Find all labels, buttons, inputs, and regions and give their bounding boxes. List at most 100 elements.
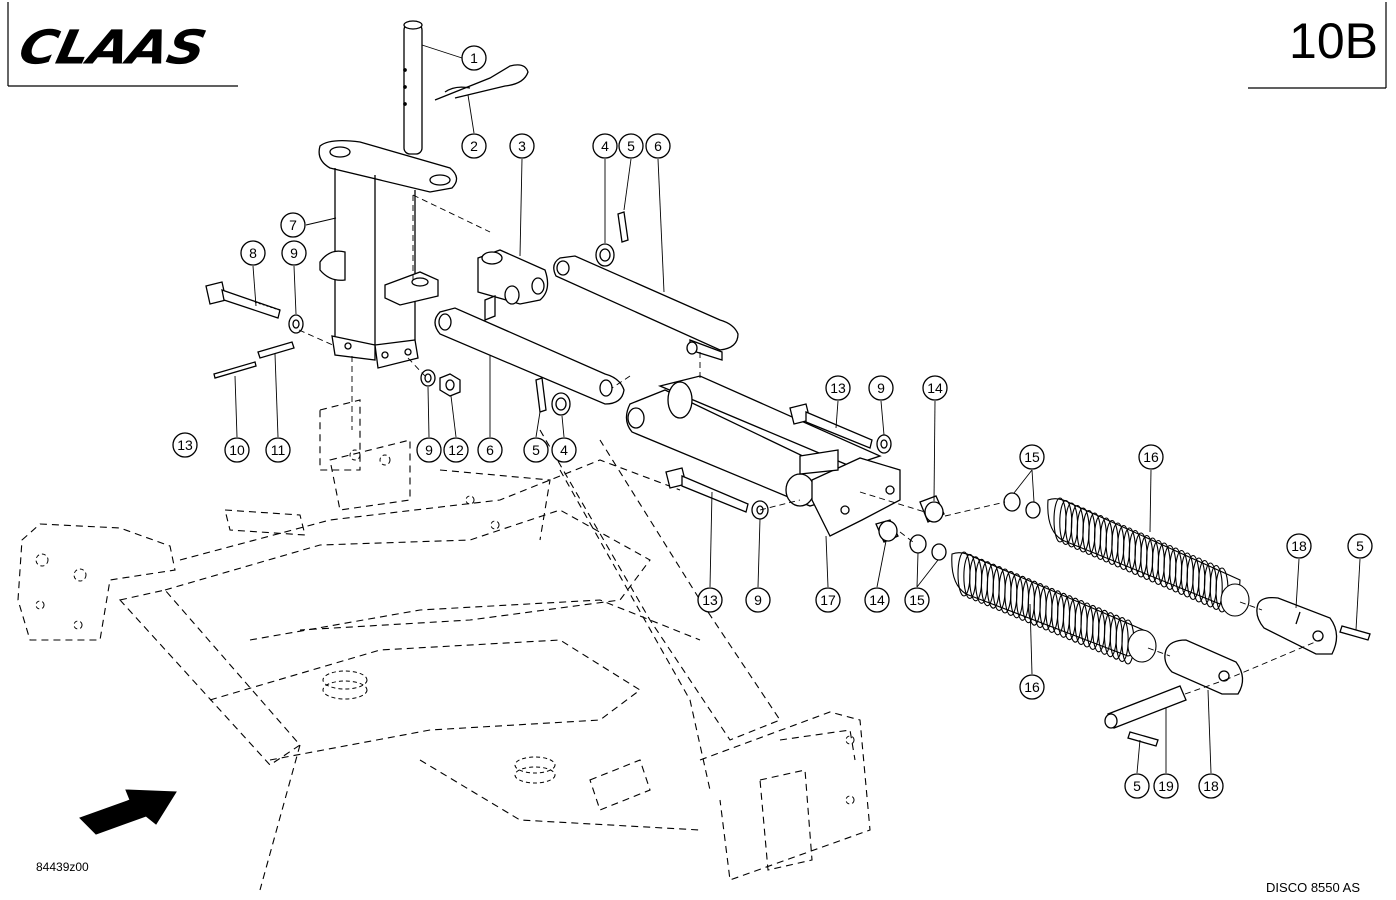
callout-number: 7 (289, 217, 297, 233)
callout-circle (868, 375, 894, 401)
part-13-9-right-upper (789, 403, 892, 454)
callout-number: 13 (830, 380, 846, 396)
callout-number: 3 (518, 138, 526, 154)
callout-number: 15 (1024, 449, 1040, 465)
spring-coil (1115, 617, 1129, 663)
part-10-11-pins (213, 341, 295, 379)
callout-13: 13 (825, 375, 851, 401)
callout-13: 13 (697, 587, 723, 613)
callout-number: 18 (1291, 538, 1307, 554)
callout-number: 6 (486, 442, 494, 458)
part-18-plate-upper (1256, 596, 1338, 655)
callout-circle (240, 240, 266, 266)
callout-circle (697, 587, 723, 613)
callout-circle (461, 45, 487, 71)
callout-number: 15 (909, 592, 925, 608)
callout-circle (825, 375, 851, 401)
callout-number: 14 (869, 592, 885, 608)
direction-arrow (79, 789, 177, 835)
callout-circle (551, 437, 577, 463)
part-17-swing-arm (625, 375, 901, 537)
callout-number: 18 (1203, 778, 1219, 794)
part-18-plate-lower (1164, 639, 1244, 695)
callout-circle (1124, 773, 1150, 799)
callout-number: 8 (249, 245, 257, 261)
callout-18: 18 (1198, 773, 1224, 799)
callout-number: 14 (927, 380, 943, 396)
callout-5: 5 (1347, 533, 1373, 559)
callout-circle (265, 437, 291, 463)
drawing-number: 84439z00 (36, 860, 89, 874)
callout-circle (1019, 444, 1045, 470)
callout-circle (1138, 444, 1164, 470)
callout-number: 19 (1158, 778, 1174, 794)
callout-11: 11 (265, 437, 291, 463)
callout-number: 12 (448, 442, 464, 458)
callout-circle (509, 133, 535, 159)
callout-circle (745, 587, 771, 613)
callout-14: 14 (922, 375, 948, 401)
callout-circle (281, 240, 307, 266)
callout-number: 17 (820, 592, 836, 608)
callout-circle (461, 133, 487, 159)
callout-number: 4 (601, 138, 609, 154)
part-6-upper-link (553, 255, 739, 361)
callout-number: 10 (229, 442, 245, 458)
callout-circle (224, 437, 250, 463)
callout-14: 14 (864, 587, 890, 613)
callout-4: 4 (592, 133, 618, 159)
callout-number: 16 (1143, 449, 1159, 465)
part-13-9-right-lower (665, 467, 769, 520)
alignment-lines (298, 194, 1321, 695)
callout-circle (815, 587, 841, 613)
callout-circle (416, 437, 442, 463)
part-4-5-upper (595, 211, 629, 267)
callout-circle (523, 437, 549, 463)
callout-3: 3 (509, 133, 535, 159)
callout-13: 13 (172, 432, 198, 458)
callout-5: 5 (1124, 773, 1150, 799)
page-number: 10B (1289, 13, 1378, 69)
callout-18: 18 (1286, 533, 1312, 559)
callout-1: 1 (461, 45, 487, 71)
header-rules (7, 2, 1387, 89)
callout-circle (618, 133, 644, 159)
leader-lines (234, 44, 1361, 774)
callout-circle (645, 133, 671, 159)
callout-number: 16 (1024, 679, 1040, 695)
callout-circle (922, 375, 948, 401)
part-1-pin (403, 20, 423, 155)
callout-15: 15 (904, 587, 930, 613)
callout-number: 5 (1133, 778, 1141, 794)
callout-circle (280, 212, 306, 238)
frame-outline-dashed (17, 399, 871, 891)
callout-9: 9 (416, 437, 442, 463)
callout-6: 6 (477, 437, 503, 463)
callout-circle (1347, 533, 1373, 559)
callout-number: 9 (425, 442, 433, 458)
callout-2: 2 (461, 133, 487, 159)
part-6-lower-link (434, 295, 625, 405)
callout-number: 9 (754, 592, 762, 608)
callout-9: 9 (868, 375, 894, 401)
callout-circle (1019, 674, 1045, 700)
part-3-clevis (477, 249, 549, 305)
callout-number: 2 (470, 138, 478, 154)
part-16-spring-upper (1047, 497, 1250, 617)
callout-number: 5 (627, 138, 635, 154)
callout-circle (864, 587, 890, 613)
callout-number: 5 (1356, 538, 1364, 554)
callout-10: 10 (224, 437, 250, 463)
part-7-bracket (318, 140, 458, 369)
model-name: DISCO 8550 AS (1266, 880, 1360, 895)
part-4-5-lower (535, 377, 571, 416)
part-16-spring-lower (951, 551, 1157, 665)
callout-circle (904, 587, 930, 613)
callout-9: 9 (281, 240, 307, 266)
callout-12: 12 (443, 437, 469, 463)
callout-circle (592, 133, 618, 159)
callout-number: 13 (702, 592, 718, 608)
part-14-bushings (875, 495, 945, 543)
